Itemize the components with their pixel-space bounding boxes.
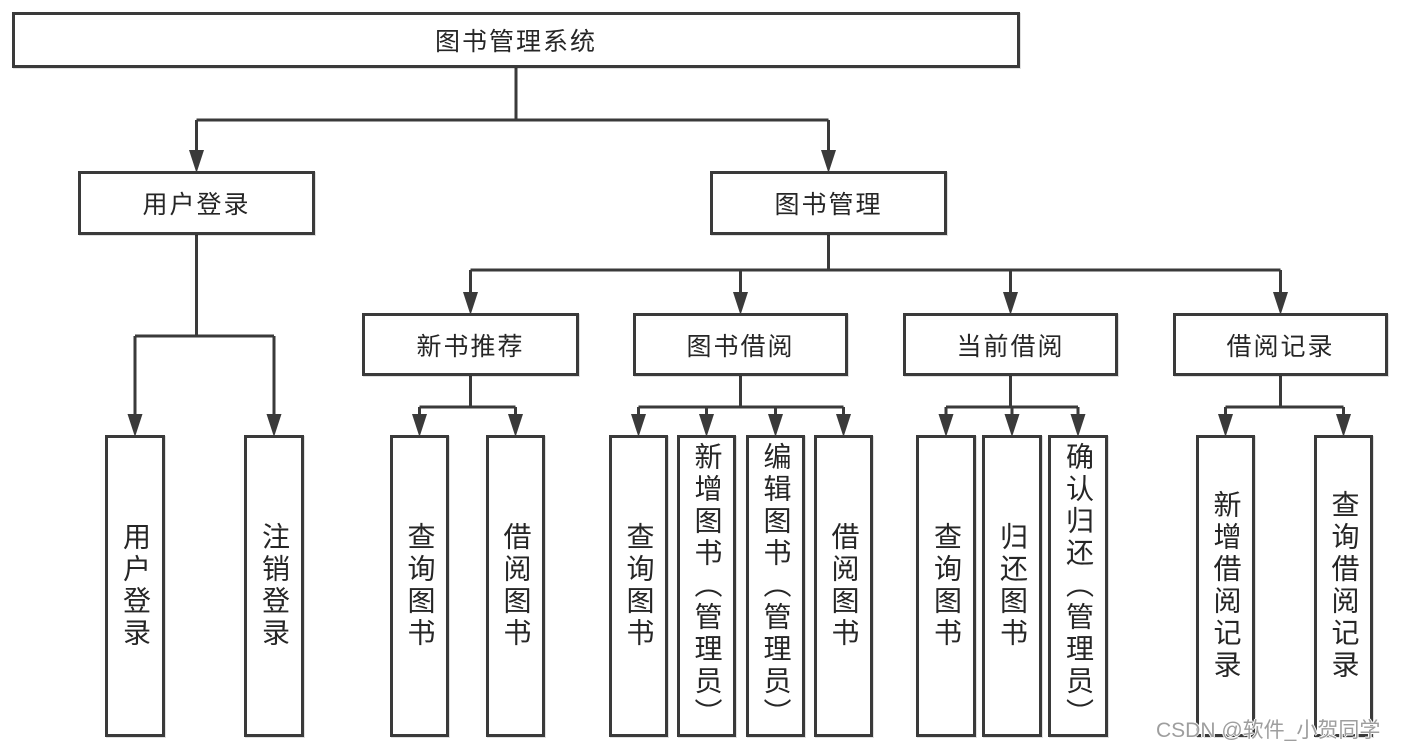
node-label-leaf-confirm-return: 确认归还（管理员） bbox=[1063, 442, 1094, 730]
arrowhead-leaf-query-book-3 bbox=[938, 414, 954, 437]
node-borrow-record: 借阅记录 bbox=[1173, 313, 1388, 376]
arrowhead-leaf-add-record bbox=[1218, 414, 1233, 437]
node-label-new-book-rec: 新书推荐 bbox=[416, 332, 525, 361]
node-label-leaf-borrow-book-2: 借阅图书 bbox=[828, 522, 860, 650]
node-leaf-query-record: 查询借阅记录 bbox=[1314, 435, 1373, 737]
node-leaf-add-record: 新增借阅记录 bbox=[1196, 435, 1255, 737]
node-leaf-borrow-book-2: 借阅图书 bbox=[814, 435, 873, 737]
node-label-user-login: 用户登录 bbox=[142, 191, 251, 219]
arrowhead-leaf-add-book bbox=[699, 414, 714, 437]
arrowhead-user-login bbox=[189, 150, 204, 173]
arrowhead-borrow-record bbox=[1273, 292, 1288, 315]
arrowhead-leaf-confirm-return bbox=[1070, 414, 1086, 437]
node-label-root: 图书管理系统 bbox=[434, 28, 597, 56]
node-label-leaf-user-login: 用户登录 bbox=[120, 522, 151, 650]
watermark: CSDN @软件_小贺同学 bbox=[1156, 719, 1381, 742]
node-leaf-query-book-2: 查询图书 bbox=[609, 435, 668, 737]
arrowhead-leaf-query-book-1 bbox=[412, 414, 427, 437]
arrowhead-leaf-query-record bbox=[1336, 414, 1351, 437]
node-book-mgmt: 图书管理 bbox=[710, 171, 947, 235]
node-book-borrow: 图书借阅 bbox=[633, 313, 848, 376]
arrowhead-book-borrow bbox=[733, 292, 748, 315]
node-label-book-borrow: 图书借阅 bbox=[686, 332, 795, 361]
node-label-borrow-record: 借阅记录 bbox=[1226, 332, 1335, 361]
arrowhead-leaf-query-book-2 bbox=[631, 414, 646, 437]
arrowhead-leaf-edit-book bbox=[768, 414, 783, 437]
node-current-borrow: 当前借阅 bbox=[903, 313, 1118, 376]
node-leaf-edit-book: 编辑图书（管理员） bbox=[746, 435, 805, 737]
node-label-leaf-query-book-1: 查询图书 bbox=[404, 522, 436, 650]
arrowhead-leaf-user-login bbox=[127, 414, 143, 437]
node-label-leaf-query-record: 查询借阅记录 bbox=[1328, 490, 1360, 682]
node-root: 图书管理系统 bbox=[12, 12, 1020, 68]
node-new-book-rec: 新书推荐 bbox=[362, 313, 579, 376]
node-label-leaf-logout: 注销登录 bbox=[259, 522, 290, 650]
arrowhead-leaf-return-book bbox=[1004, 414, 1020, 437]
node-leaf-query-book-1: 查询图书 bbox=[390, 435, 449, 737]
node-label-leaf-query-book-2: 查询图书 bbox=[623, 522, 655, 650]
node-leaf-confirm-return: 确认归还（管理员） bbox=[1048, 435, 1108, 737]
node-leaf-borrow-book-1: 借阅图书 bbox=[486, 435, 545, 737]
arrowhead-leaf-logout bbox=[266, 414, 282, 437]
node-label-leaf-borrow-book-1: 借阅图书 bbox=[500, 522, 532, 650]
node-label-leaf-edit-book: 编辑图书（管理员） bbox=[760, 442, 792, 730]
node-label-leaf-add-book: 新增图书（管理员） bbox=[691, 442, 723, 730]
node-label-leaf-add-record: 新增借阅记录 bbox=[1210, 490, 1242, 682]
arrowhead-leaf-borrow-book-1 bbox=[508, 414, 523, 437]
node-leaf-user-login: 用户登录 bbox=[105, 435, 165, 737]
node-user-login: 用户登录 bbox=[78, 171, 315, 235]
arrowhead-current-borrow bbox=[1003, 292, 1018, 315]
node-leaf-query-book-3: 查询图书 bbox=[916, 435, 976, 737]
arrowhead-new-book-rec bbox=[463, 292, 478, 315]
node-label-book-mgmt: 图书管理 bbox=[774, 191, 883, 219]
node-label-leaf-query-book-3: 查询图书 bbox=[931, 522, 962, 650]
node-label-current-borrow: 当前借阅 bbox=[956, 332, 1065, 361]
node-leaf-return-book: 归还图书 bbox=[982, 435, 1042, 737]
node-label-leaf-return-book: 归还图书 bbox=[997, 522, 1028, 650]
arrowhead-leaf-borrow-book-2 bbox=[836, 414, 851, 437]
node-leaf-logout: 注销登录 bbox=[244, 435, 304, 737]
node-leaf-add-book: 新增图书（管理员） bbox=[677, 435, 736, 737]
arrowhead-book-mgmt bbox=[821, 150, 836, 173]
